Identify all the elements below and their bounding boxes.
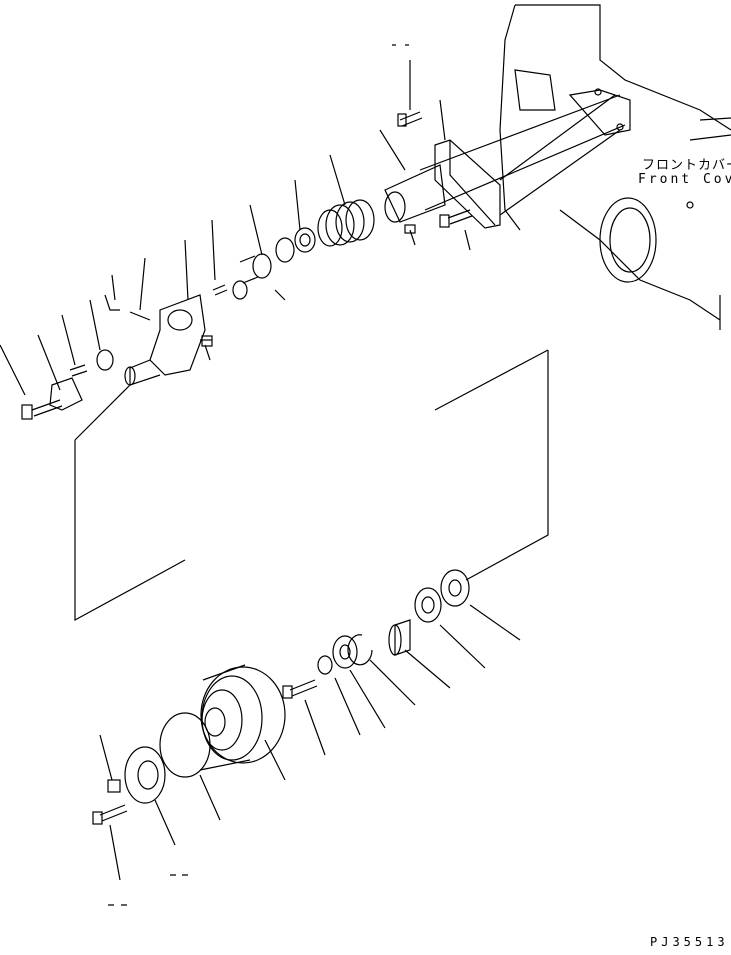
- pulley-assembly: [124, 569, 470, 804]
- idler-bracket: [384, 94, 626, 229]
- spring-and-bearings: [212, 199, 375, 300]
- front-cover-label-jp: フロントカバー: [642, 158, 731, 173]
- front-cover-housing: [499, 4, 731, 330]
- connector-lines: [74, 349, 549, 622]
- bolts: [21, 111, 473, 825]
- tension-arm: [49, 294, 206, 411]
- front-cover-label-en: Front Cover: [638, 172, 731, 187]
- drawing-number: PJ35513: [650, 935, 729, 949]
- callout-leaders: [0, 44, 521, 906]
